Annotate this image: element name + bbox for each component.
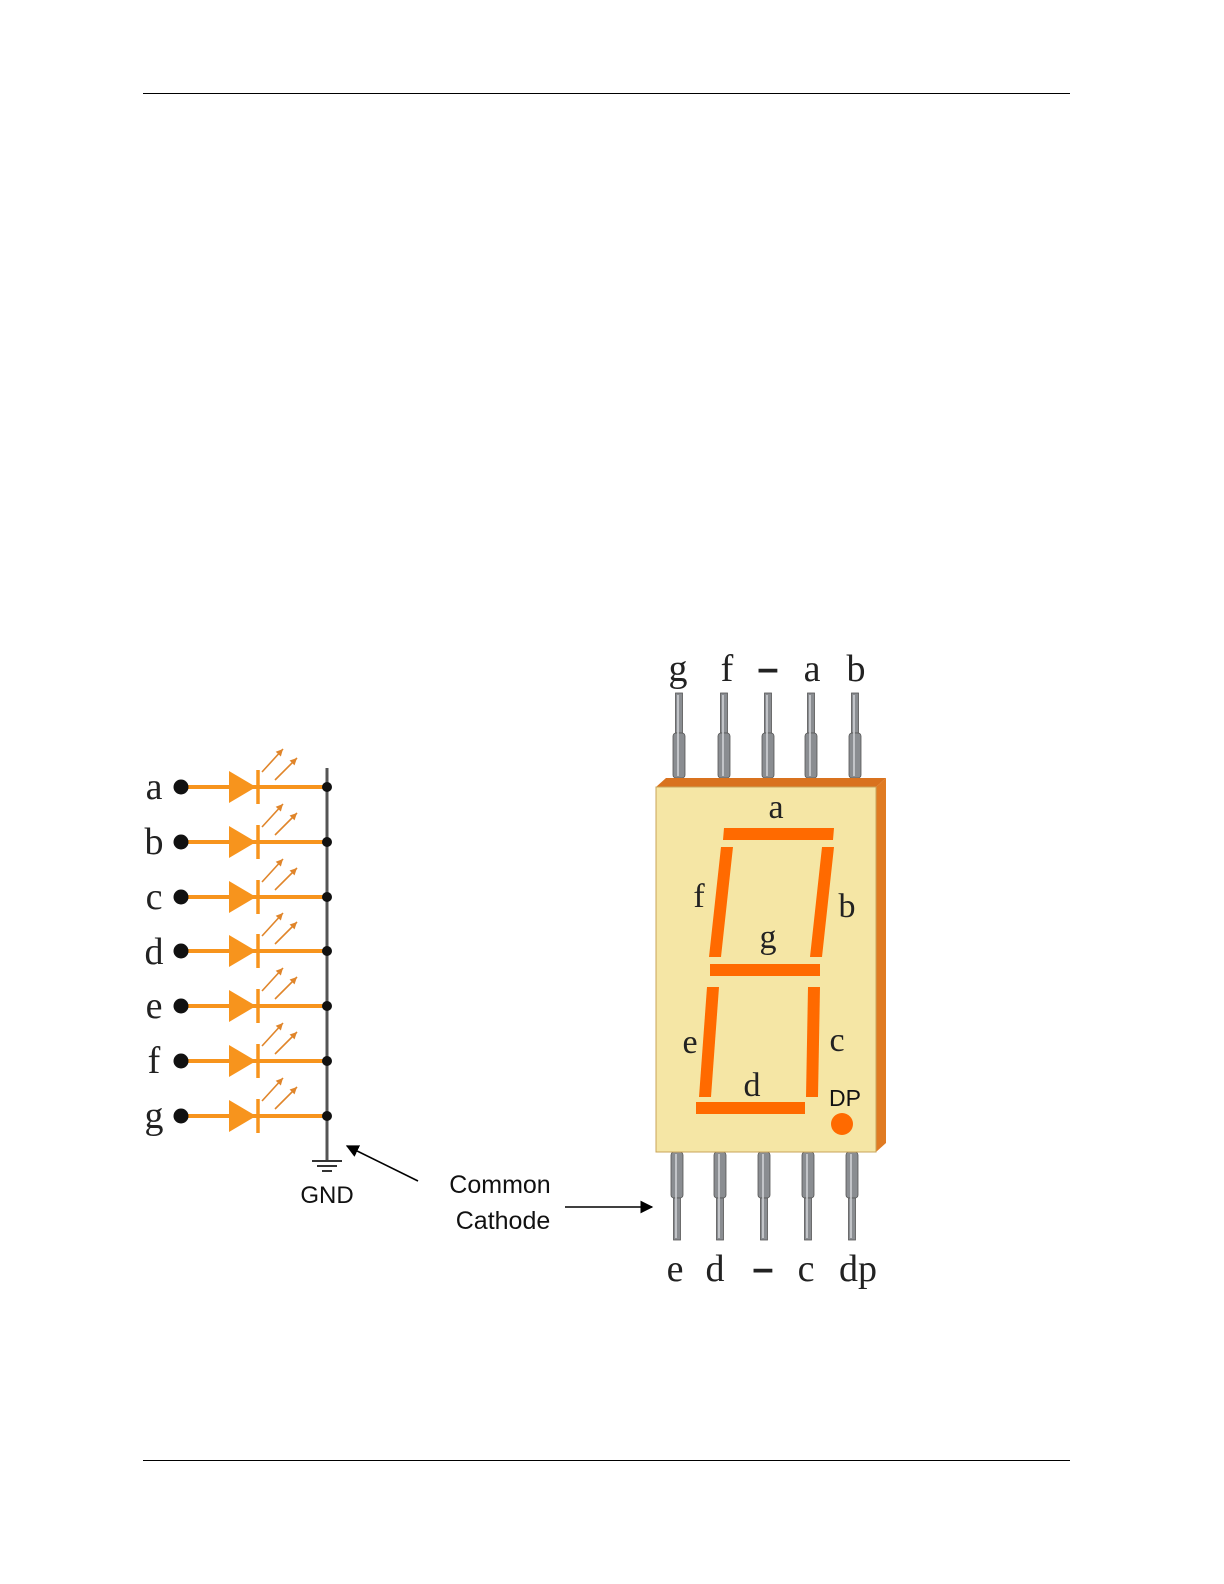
bus-node-g bbox=[322, 1111, 332, 1121]
bottom-pin-4 bbox=[802, 1152, 814, 1240]
light-emission-icon-f-2 bbox=[275, 1032, 297, 1054]
light-emission-icon-c-2 bbox=[275, 868, 297, 890]
bus-node-d bbox=[322, 946, 332, 956]
top-pin-label-1: g bbox=[669, 648, 688, 690]
segment-label-d: d bbox=[744, 1067, 761, 1104]
input-label-e: e bbox=[146, 985, 163, 1027]
light-emission-icon-g-2 bbox=[275, 1087, 297, 1109]
package-top-edge bbox=[656, 778, 886, 787]
input-node-a bbox=[174, 780, 189, 795]
segment-label-c: c bbox=[829, 1022, 844, 1059]
top-pin-label-3: – bbox=[757, 648, 778, 690]
light-emission-icon-d-1 bbox=[262, 913, 283, 936]
input-node-f bbox=[174, 1054, 189, 1069]
bottom-pin-2 bbox=[714, 1152, 726, 1240]
seven-segment-display: a b c d e f g DP g f – a b e d – c dp bbox=[656, 648, 886, 1290]
bottom-pin-1 bbox=[671, 1152, 683, 1240]
led-row-d bbox=[174, 913, 333, 968]
top-pin-label-4: a bbox=[804, 648, 821, 690]
led-row-f bbox=[174, 1023, 333, 1078]
common-cathode-callout: Common Cathode bbox=[347, 1146, 652, 1235]
segment-g bbox=[710, 964, 820, 976]
light-emission-icon-a-2 bbox=[275, 758, 297, 780]
light-emission-icon-e-1 bbox=[262, 968, 283, 991]
input-node-b bbox=[174, 835, 189, 850]
segment-label-g: g bbox=[760, 919, 777, 956]
bus-node-a bbox=[322, 782, 332, 792]
input-label-f: f bbox=[148, 1040, 161, 1082]
diode-icon-c bbox=[229, 881, 256, 913]
bottom-pin-5 bbox=[846, 1152, 858, 1240]
top-pin-3 bbox=[762, 693, 774, 778]
light-emission-icon-a-1 bbox=[262, 749, 283, 772]
bus-node-f bbox=[322, 1056, 332, 1066]
led-row-c bbox=[174, 859, 333, 914]
bus-node-e bbox=[322, 1001, 332, 1011]
bottom-pin-label-1: e bbox=[667, 1248, 684, 1290]
input-label-d: d bbox=[145, 931, 164, 973]
ground-label: GND bbox=[300, 1182, 353, 1209]
top-pin-4 bbox=[805, 693, 817, 778]
bus-node-c bbox=[322, 892, 332, 902]
top-pin-label-2: f bbox=[721, 648, 734, 690]
bottom-pin-label-3: – bbox=[752, 1248, 773, 1290]
decimal-point bbox=[831, 1113, 853, 1135]
input-label-c: c bbox=[146, 876, 163, 918]
top-pin-label-5: b bbox=[847, 648, 866, 690]
led-schematic: GND a b c d e f g bbox=[145, 749, 354, 1209]
diode-icon-g bbox=[229, 1100, 256, 1132]
segment-c bbox=[806, 987, 820, 1097]
top-pin-1 bbox=[673, 693, 685, 778]
bus-node-b bbox=[322, 837, 332, 847]
light-emission-icon-b-2 bbox=[275, 813, 297, 835]
diode-icon-d bbox=[229, 935, 256, 967]
input-label-b: b bbox=[145, 821, 164, 863]
ground-icon bbox=[312, 1161, 342, 1171]
light-emission-icon-g-1 bbox=[262, 1078, 283, 1101]
segment-label-b: b bbox=[839, 888, 856, 925]
led-row-b bbox=[174, 804, 333, 859]
segment-label-f: f bbox=[693, 878, 705, 915]
diode-icon-e bbox=[229, 990, 256, 1022]
callout-line-1: Common bbox=[449, 1171, 550, 1199]
package-side bbox=[876, 778, 886, 1152]
input-label-a: a bbox=[146, 766, 163, 808]
diode-icon-b bbox=[229, 826, 256, 858]
light-emission-icon-e-2 bbox=[275, 977, 297, 999]
led-row-a bbox=[174, 749, 333, 804]
segment-label-a: a bbox=[768, 789, 783, 826]
light-emission-icon-f-1 bbox=[262, 1023, 283, 1046]
callout-line-2: Cathode bbox=[456, 1207, 551, 1235]
input-node-c bbox=[174, 890, 189, 905]
callout-arrow-to-gnd bbox=[347, 1146, 418, 1181]
light-emission-icon-b-1 bbox=[262, 804, 283, 827]
bottom-pin-label-4: c bbox=[798, 1248, 815, 1290]
input-node-d bbox=[174, 944, 189, 959]
bottom-pin-label-5: dp bbox=[839, 1248, 877, 1290]
top-pin-2 bbox=[718, 693, 730, 778]
dp-label: DP bbox=[829, 1085, 861, 1111]
bottom-pin-3 bbox=[758, 1152, 770, 1240]
input-node-e bbox=[174, 999, 189, 1014]
segment-label-e: e bbox=[682, 1024, 697, 1061]
led-row-e bbox=[174, 968, 333, 1023]
light-emission-icon-d-2 bbox=[275, 922, 297, 944]
led-row-g bbox=[174, 1078, 333, 1133]
input-label-g: g bbox=[145, 1095, 164, 1137]
diode-icon-f bbox=[229, 1045, 256, 1077]
segment-a bbox=[723, 828, 834, 840]
bottom-pin-label-2: d bbox=[706, 1248, 725, 1290]
top-pin-5 bbox=[849, 693, 861, 778]
light-emission-icon-c-1 bbox=[262, 859, 283, 882]
input-node-g bbox=[174, 1109, 189, 1124]
diode-icon-a bbox=[229, 771, 256, 803]
